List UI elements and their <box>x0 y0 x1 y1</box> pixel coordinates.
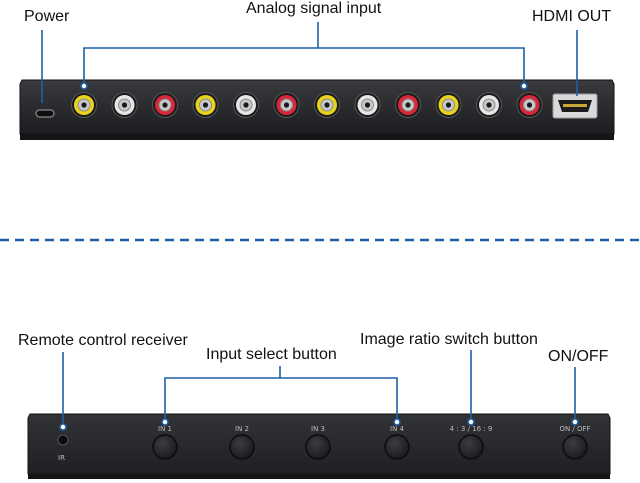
in1-callout-dot <box>161 418 169 426</box>
rca-jack-yellow-icon <box>192 92 219 118</box>
rca-jacks <box>71 92 543 118</box>
remote-control-receiver-label: Remote control receiver <box>18 332 188 349</box>
front-panel: IR IN 1 IN 2 IN 3 IN 4 4 : 3 / 16 : 9 ON / OF… <box>27 413 611 479</box>
rca-jack-yellow-icon <box>71 92 97 118</box>
rca-jack-red-icon <box>516 92 543 118</box>
hdmi-port-icon <box>552 93 598 119</box>
in4-callout-dot <box>393 418 401 426</box>
ratio-callout-dot <box>467 418 475 426</box>
rca-jack-red-icon <box>395 92 421 118</box>
image-ratio-switch-label: Image ratio switch button <box>360 331 538 348</box>
in3-button-label: IN 3 <box>311 425 325 433</box>
analog-signal-input-label: Analog signal input <box>246 0 382 17</box>
in1-button[interactable]: IN 1 <box>152 425 178 460</box>
bottom-callouts <box>62 350 576 424</box>
on-off-label: ON/OFF <box>548 348 609 365</box>
analog-callout-dot-left <box>80 82 88 90</box>
in4-button[interactable]: IN 4 <box>384 425 410 460</box>
ir-receiver-icon <box>57 434 69 446</box>
onoff-callout-dot <box>571 418 579 426</box>
in4-button-label: IN 4 <box>390 425 405 433</box>
hdmi-out-label: HDMI OUT <box>532 8 612 25</box>
ir-label: IR <box>58 454 65 462</box>
input-select-button-label: Input select button <box>206 346 337 363</box>
in2-button[interactable]: IN 2 <box>229 425 255 460</box>
in2-button-label: IN 2 <box>235 425 249 433</box>
rca-jack-white-icon <box>476 92 502 118</box>
rca-jack-yellow-icon <box>435 92 462 118</box>
top-callouts <box>41 22 578 103</box>
analog-callout-dot-right <box>520 82 528 90</box>
on-off-button-label: ON / OFF <box>559 425 590 433</box>
in1-button-label: IN 1 <box>158 425 172 433</box>
power-label: Power <box>24 8 70 25</box>
rca-jack-white-icon <box>354 92 381 118</box>
in3-button[interactable]: IN 3 <box>305 425 331 460</box>
rca-jack-white-icon <box>233 92 259 118</box>
rca-jack-yellow-icon <box>314 92 340 118</box>
rca-jack-white-icon <box>111 92 138 118</box>
on-off-button[interactable]: ON / OFF <box>559 425 591 460</box>
rca-jack-red-icon <box>152 92 178 118</box>
power-port-icon <box>35 109 55 118</box>
ratio-switch-button[interactable]: 4 : 3 / 16 : 9 <box>450 425 493 460</box>
rca-jack-red-icon <box>273 92 300 118</box>
rear-panel <box>19 79 615 140</box>
ratio-switch-button-label: 4 : 3 / 16 : 9 <box>450 425 493 433</box>
remote-callout-dot <box>59 423 67 431</box>
